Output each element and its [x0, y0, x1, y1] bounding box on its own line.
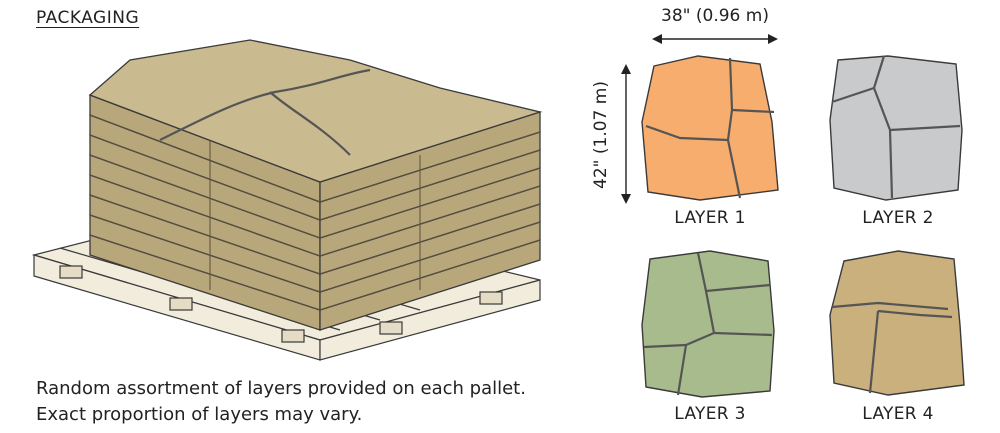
pallet-illustration: [20, 30, 580, 370]
width-dimension-label: 38" (0.96 m): [661, 6, 769, 26]
stone-stack: [88, 39, 543, 331]
packaging-heading: PACKAGING: [36, 8, 140, 28]
width-dimension-arrow: [652, 34, 778, 44]
layer-2-pattern: [829, 55, 963, 201]
height-dimension-arrow: [621, 64, 631, 204]
caption-line-1: Random assortment of layers provided on …: [36, 378, 526, 399]
height-dimension: 42" (1.07 m): [588, 60, 614, 210]
layer-1-pattern: [641, 55, 779, 201]
height-dimension-label: 42" (1.07 m): [591, 81, 611, 189]
pallet-caption: Random assortment of layers provided on …: [36, 376, 526, 428]
caption-line-2: Exact proportion of layers may vary.: [36, 404, 363, 425]
layer-3-label: LAYER 3: [674, 404, 746, 424]
layer-2-label: LAYER 2: [862, 208, 934, 228]
layer-3-pattern: [641, 250, 775, 398]
layer-4-pattern: [829, 250, 965, 396]
layer-1-label: LAYER 1: [674, 208, 746, 228]
layer-4-label: LAYER 4: [862, 404, 934, 424]
